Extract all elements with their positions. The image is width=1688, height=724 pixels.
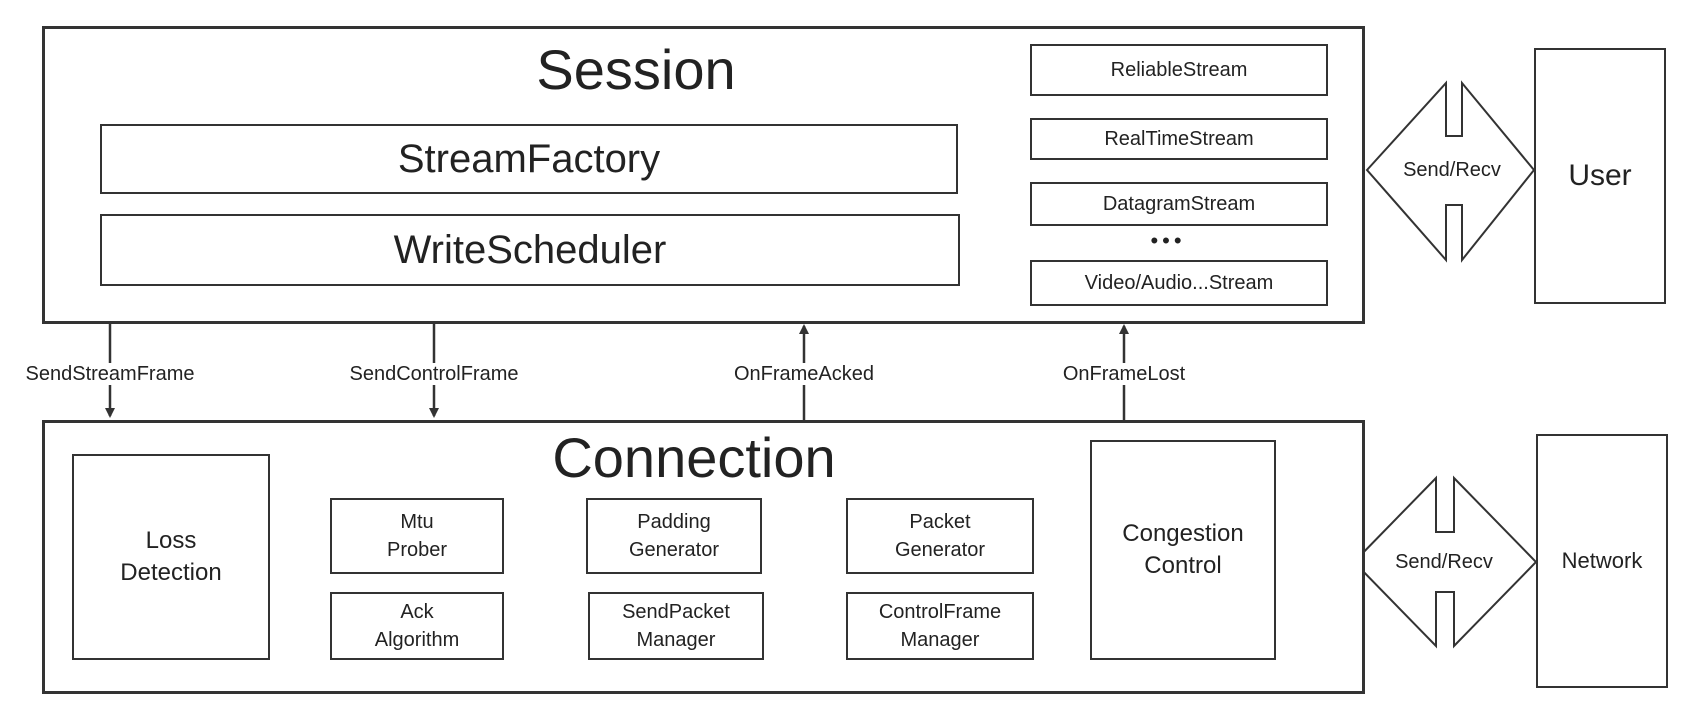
mtu-prober-box: Mtu Prober xyxy=(330,498,504,574)
padding-generator-label: Padding Generator xyxy=(628,511,720,561)
send-packet-manager-label: SendPacket Manager xyxy=(622,601,730,651)
network-label: Network xyxy=(1561,548,1643,573)
send-control-frame-label: SendControlFrame xyxy=(346,363,522,385)
session-title: Session xyxy=(536,38,736,101)
more-streams-ellipsis: ••• xyxy=(1150,228,1186,253)
on-frame-lost-label: OnFrameLost xyxy=(1059,363,1189,385)
send-packet-manager-box: SendPacket Manager xyxy=(588,592,764,660)
network-send-recv-label: Send/Recv xyxy=(1395,551,1493,573)
datagram-stream-box: DatagramStream xyxy=(1030,182,1328,226)
write-scheduler-label: WriteScheduler xyxy=(393,227,667,272)
real-time-stream-label: RealTimeStream xyxy=(1104,127,1254,150)
loss-detection-label: Loss Detection xyxy=(120,526,222,586)
connection-title: Connection xyxy=(552,426,836,489)
congestion-control-box: Congestion Control xyxy=(1090,440,1276,660)
packet-generator-label: Packet Generator xyxy=(894,511,986,561)
stream-factory-box: StreamFactory xyxy=(100,124,958,194)
datagram-stream-label: DatagramStream xyxy=(1102,192,1256,215)
real-time-stream-box: RealTimeStream xyxy=(1030,118,1328,160)
send-stream-frame-label: SendStreamFrame xyxy=(22,363,198,385)
ack-algorithm-box: Ack Algorithm xyxy=(330,592,504,660)
network-box: Network xyxy=(1536,434,1668,688)
padding-generator-box: Padding Generator xyxy=(586,498,762,574)
control-frame-manager-box: ControlFrame Manager xyxy=(846,592,1034,660)
loss-detection-box: Loss Detection xyxy=(72,454,270,660)
user-box: User xyxy=(1534,48,1666,304)
video-audio-stream-box: Video/Audio...Stream xyxy=(1030,260,1328,306)
user-send-recv-label: Send/Recv xyxy=(1403,159,1501,181)
user-label: User xyxy=(1568,159,1632,192)
packet-generator-box: Packet Generator xyxy=(846,498,1034,574)
write-scheduler-box: WriteScheduler xyxy=(100,214,960,286)
on-frame-acked-label: OnFrameAcked xyxy=(730,363,878,385)
reliable-stream-box: ReliableStream xyxy=(1030,44,1328,96)
control-frame-manager-label: ControlFrame Manager xyxy=(878,601,1002,651)
congestion-control-label: Congestion Control xyxy=(1122,519,1244,579)
mtu-prober-label: Mtu Prober xyxy=(386,511,448,561)
video-audio-stream-label: Video/Audio...Stream xyxy=(1084,271,1274,294)
reliable-stream-label: ReliableStream xyxy=(1110,58,1248,81)
ack-algorithm-label: Ack Algorithm xyxy=(374,601,460,651)
stream-factory-label: StreamFactory xyxy=(397,136,661,181)
